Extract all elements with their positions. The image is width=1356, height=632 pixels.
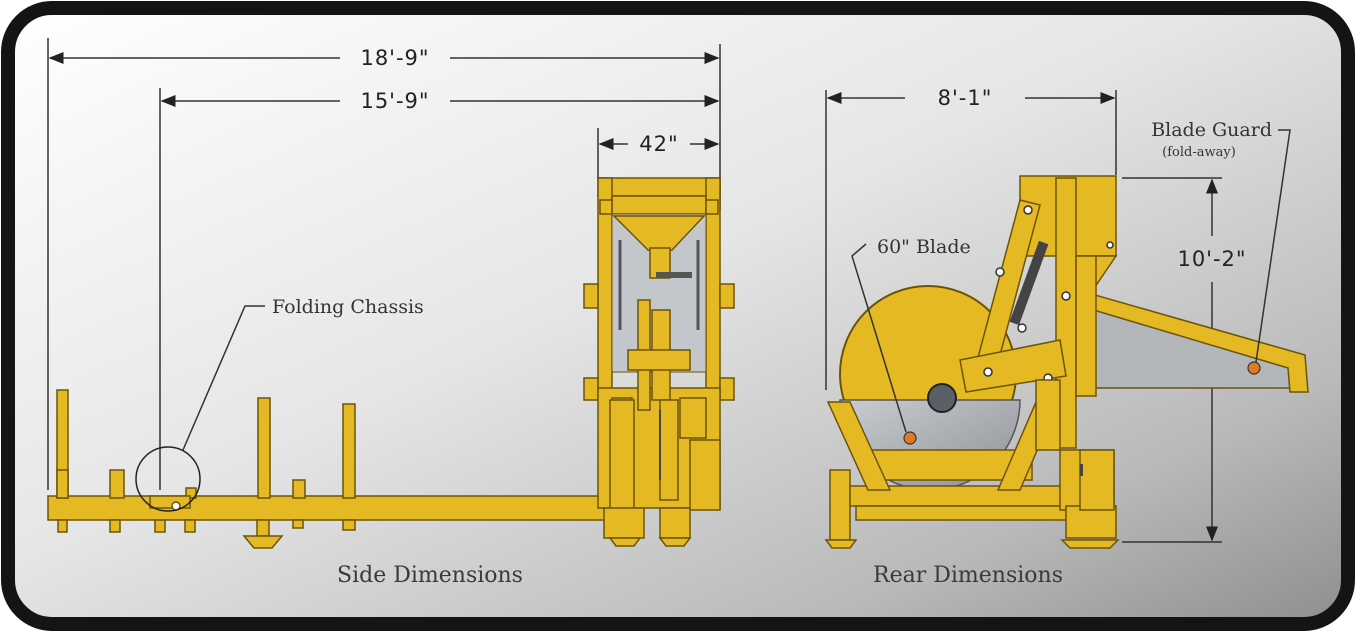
rear-height: 10'-2" [1177, 247, 1246, 271]
side-dimension-lines [47, 38, 721, 490]
rear-view: 8'-1" 10'-2" [824, 86, 1309, 588]
blade-guard-marker [1247, 361, 1261, 375]
blade-marker [903, 431, 917, 445]
side-internal-parts [603, 247, 721, 539]
rear-frame [1019, 175, 1118, 449]
folding-chassis-label: Folding Chassis [272, 296, 424, 318]
rear-dimension-lines [825, 90, 1222, 543]
side-frame-width: 42" [639, 132, 678, 156]
side-caption: Side Dimensions [337, 563, 523, 588]
folding-chassis-marker [135, 446, 201, 512]
blade-guard-leader [1255, 129, 1291, 363]
blade-guard-note: (fold-away) [1162, 145, 1236, 160]
side-view: 18'-9" 15'-9" 42" [47, 38, 735, 588]
blade-leader [851, 243, 907, 433]
folding-chassis-leader [182, 305, 265, 451]
blade-guard-label: Blade Guard [1151, 119, 1272, 141]
side-chassis-length: 15'-9" [360, 89, 429, 113]
side-chassis [47, 389, 629, 549]
side-hopper [611, 213, 707, 373]
rear-width: 8'-1" [938, 86, 993, 110]
side-overall-length: 18'-9" [360, 46, 429, 70]
rear-caption: Rear Dimensions [873, 563, 1063, 588]
rear-base [826, 379, 1117, 541]
blade-label: 60" Blade [877, 236, 971, 258]
